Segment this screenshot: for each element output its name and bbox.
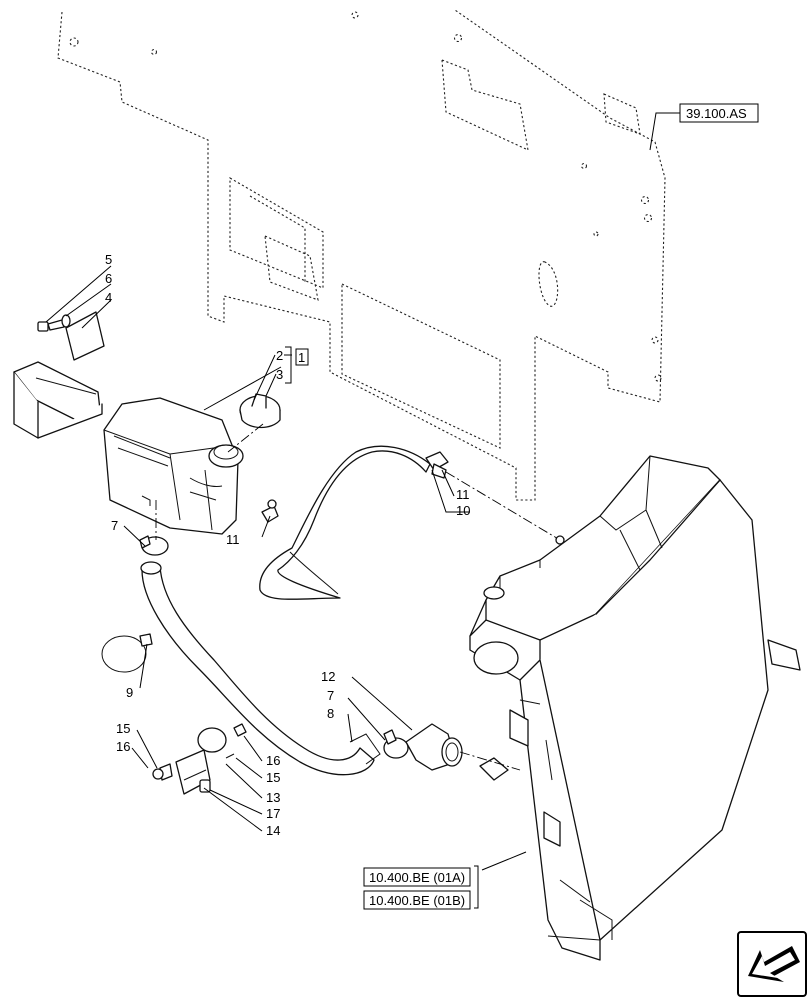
callout-7-upper: 7: [111, 518, 118, 533]
callout-16-left: 16: [116, 739, 130, 754]
clamp-bracket: [152, 723, 247, 795]
shield-bracket: [13, 311, 105, 439]
callout-9: 9: [126, 685, 133, 700]
callout-11-left: 11: [226, 532, 240, 547]
callout-6: 6: [105, 271, 112, 286]
ref-radiator-b-label[interactable]: 10.400.BE (01B): [369, 893, 465, 908]
callout-17: 17: [266, 806, 280, 821]
outlet-fitting: [383, 723, 509, 781]
callout-2: 2: [276, 348, 283, 363]
callout-brace: [285, 346, 292, 384]
arrow-down-left-icon[interactable]: [737, 931, 807, 997]
ref-radiator-a-label[interactable]: 10.400.BE (01A): [369, 870, 465, 885]
callout-10: 10: [456, 503, 470, 518]
reference-boxes: 39.100.AS 10.400.BE (01A) 10.400.BE (01B…: [363, 103, 759, 910]
overflow-hose: [259, 445, 449, 600]
leader-lines: [45, 112, 680, 871]
tank-cap: [239, 393, 281, 429]
frame-plate: [57, 9, 666, 501]
callout-16-right: 16: [266, 753, 280, 768]
callout-4: 4: [105, 290, 112, 305]
lower-hose: [140, 561, 381, 776]
ref-frame-label[interactable]: 39.100.AS: [686, 106, 747, 121]
ref-box-frame[interactable]: [679, 103, 759, 123]
callout-7-lower: 7: [327, 688, 334, 703]
callout-3: 3: [276, 367, 283, 382]
hose-clip-left: [261, 499, 279, 523]
callout-15-right: 15: [266, 770, 280, 785]
callout-14: 14: [266, 823, 280, 838]
callout-8: 8: [327, 706, 334, 721]
callout-1: 1: [298, 350, 305, 365]
callout-11-right: 11: [456, 487, 470, 502]
cable-tie: [101, 633, 153, 673]
radiator: [469, 455, 801, 961]
ref-box-radiator-b[interactable]: [363, 890, 471, 910]
callout-5: 5: [105, 252, 112, 267]
expansion-tank: [103, 397, 244, 535]
callout-15-left: 15: [116, 721, 130, 736]
callout-12: 12: [321, 669, 335, 684]
hose-clamp-upper: [139, 535, 169, 556]
ref-box-radiator-a[interactable]: [363, 867, 471, 887]
callout-1-box: [295, 348, 309, 366]
bolt-and-washer: [37, 314, 71, 332]
callout-13: 13: [266, 790, 280, 805]
callout-labels: 5 6 4 2 3 1 7 11 11 10 9 12 7 8 15 16 16…: [105, 252, 470, 838]
